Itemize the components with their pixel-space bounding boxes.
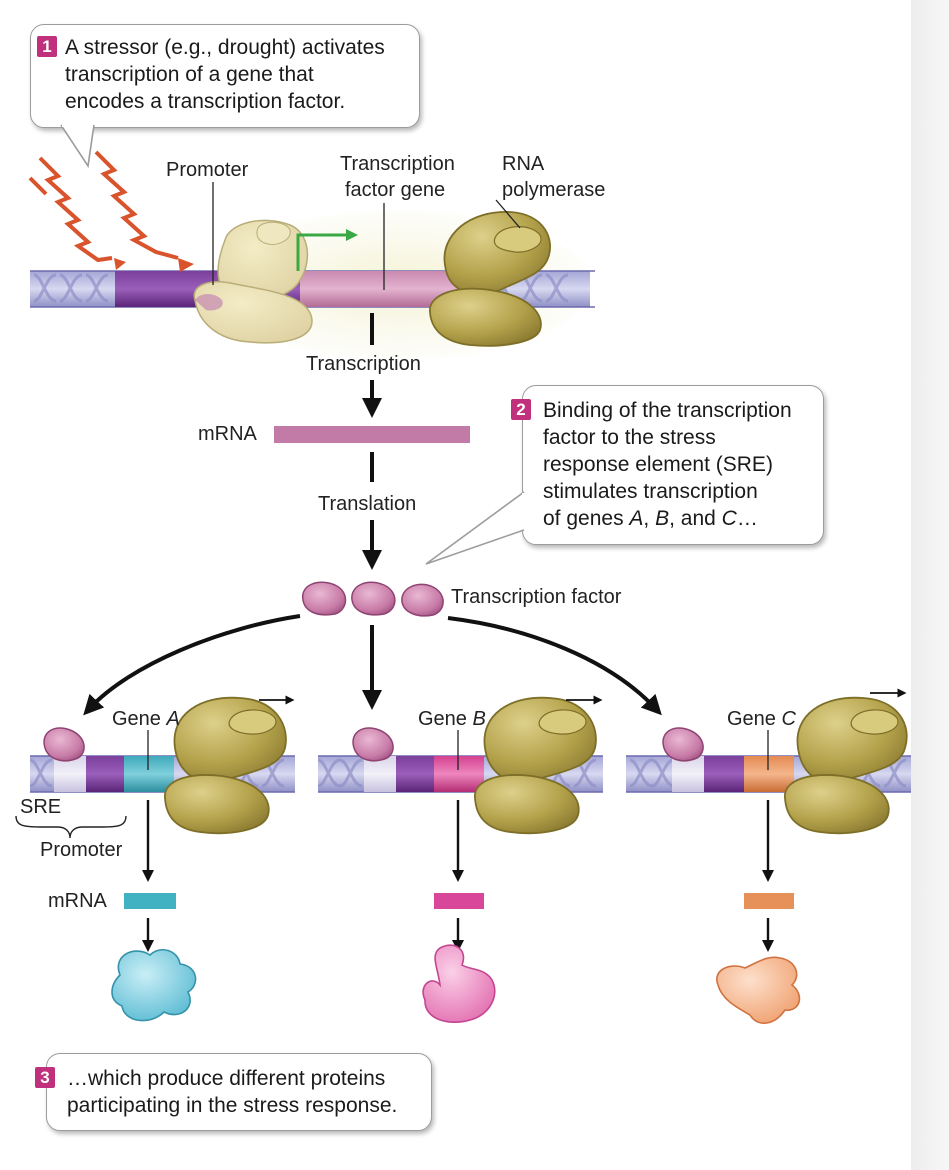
callout-2-suffix: … <box>736 507 758 530</box>
branch-arrows <box>83 614 662 716</box>
label-rnap-line2: polymerase <box>502 179 606 201</box>
page-edge-strip <box>911 0 949 1170</box>
label-translation: Translation <box>318 493 417 515</box>
callout-2-gene-c: C <box>721 507 737 530</box>
callout-3-line-2: participating in the stress response. <box>67 1094 398 1117</box>
start-arrow-top <box>296 229 358 271</box>
sre-segment-c <box>672 756 704 792</box>
callout-step-3: 3 …which produce different proteins part… <box>35 1053 432 1131</box>
label-promoter-bottom: Promoter <box>40 839 123 861</box>
top-dna <box>30 182 595 360</box>
label-mrna-bottom: mRNA <box>48 890 107 912</box>
callout-1-tail <box>60 124 95 168</box>
promoter-segment-c <box>704 756 744 792</box>
gene-c-module <box>626 688 911 1024</box>
bound-tf-b <box>352 727 394 762</box>
callout-step-2: 2 Binding of the transcription factor to… <box>511 385 824 545</box>
callout-2-sep2: , and <box>669 507 722 530</box>
callout-2-gene-a: A <box>629 507 644 530</box>
callout-2-sep1: , <box>643 507 656 530</box>
gene-a-module <box>15 695 295 1022</box>
callout-2-gene-b: B <box>655 507 670 530</box>
callout-1-line-3: encodes a transcription factor. <box>65 90 346 113</box>
protein-c <box>716 956 801 1024</box>
pale-complex-lower-top <box>193 281 313 344</box>
callout-1-line-2: transcription of a gene that <box>65 63 314 86</box>
callout-3-line-1: …which produce different proteins <box>67 1067 386 1090</box>
central-flow <box>274 313 470 570</box>
protein-b <box>422 944 496 1023</box>
label-gene-c: Gene C <box>727 707 796 731</box>
label-gene-a: Gene A <box>112 707 180 731</box>
mrna-c-bar <box>744 893 794 909</box>
gene-a-segment <box>124 756 174 792</box>
sre-segment-b <box>364 756 396 792</box>
gene-c-letter: C <box>781 708 796 730</box>
mrna-b-bar <box>434 893 484 909</box>
label-transcription-factor: Transcription factor <box>451 586 622 608</box>
protein-a <box>111 948 197 1022</box>
gene-a-word: Gene <box>112 708 167 730</box>
stress-arrows <box>28 150 194 272</box>
promoter-segment-a <box>86 756 124 792</box>
label-gene-b: Gene B <box>418 707 486 731</box>
label-promoter-top: Promoter <box>166 159 249 181</box>
label-mrna-top: mRNA <box>198 423 257 445</box>
sre-segment-a <box>54 756 86 792</box>
gene-c-segment <box>744 756 794 792</box>
callout-2-tail <box>425 491 528 565</box>
bound-tf-a <box>43 727 85 762</box>
promoter-segment-b <box>396 756 434 792</box>
gene-b-module <box>316 695 603 1023</box>
step-number-3: 3 <box>35 1067 55 1088</box>
callout-2-line-4: stimulates transcription <box>543 480 758 503</box>
callout-step-1: 1 A stressor (e.g., drought) activates t… <box>30 24 420 128</box>
gene-a-letter: A <box>166 708 180 730</box>
callout-1-line-1: A stressor (e.g., drought) activates <box>65 36 385 59</box>
gene-b-letter: B <box>472 708 486 730</box>
callout-2-line-2: factor to the stress <box>543 426 716 449</box>
label-transcription: Transcription <box>306 353 421 375</box>
mrna-a-bar <box>124 893 176 909</box>
bound-tf-c <box>662 727 704 762</box>
label-rnap-line1: RNA <box>502 153 545 175</box>
label-tf-gene-line2: factor gene <box>345 179 446 201</box>
gene-c-word: Gene <box>727 708 782 730</box>
callout-2-line-3: response element (SRE) <box>543 453 773 476</box>
callout-2-line-1: Binding of the transcription <box>543 399 792 422</box>
step-number-2: 2 <box>511 399 531 420</box>
promoter-bracket <box>15 815 127 839</box>
transcription-factor-proteins <box>302 581 444 617</box>
label-sre: SRE <box>20 796 62 818</box>
callout-2-prefix: of genes <box>543 507 630 530</box>
label-tf-gene-line1: Transcription <box>340 153 455 175</box>
step-number-1: 1 <box>37 36 57 57</box>
gene-b-segment <box>434 756 484 792</box>
gene-b-word: Gene <box>418 708 473 730</box>
mrna-top-bar <box>274 426 470 443</box>
callout-2-line-5: of genes A, B, and C… <box>543 505 792 532</box>
